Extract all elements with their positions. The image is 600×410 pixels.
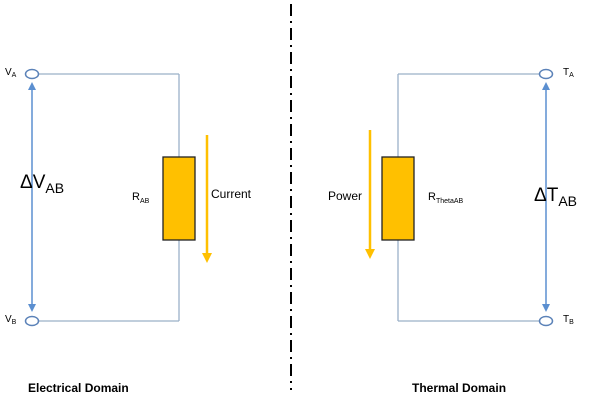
resistor-rthetaab-label: RThetaAB bbox=[428, 191, 464, 206]
node-tb-subscript: B bbox=[569, 319, 574, 326]
power-label: Power bbox=[328, 189, 363, 203]
resistor-rab-label: RAB bbox=[132, 191, 150, 206]
delta-tab-symbol: ΔT bbox=[534, 185, 559, 206]
delta-tab-subscript: AB bbox=[558, 193, 577, 209]
node-tb-symbol: T bbox=[563, 314, 570, 325]
node-vb-symbol: V bbox=[5, 314, 12, 325]
delta-vab-subscript: AB bbox=[45, 180, 65, 196]
resistor-rthetaab-symbol: R bbox=[428, 191, 436, 203]
current-label: Current bbox=[211, 187, 252, 201]
resistor-rab-subscript: AB bbox=[139, 198, 150, 205]
node-label-tb: TB bbox=[563, 314, 574, 327]
node-label-ta: TA bbox=[563, 67, 574, 80]
node-label-va: VA bbox=[5, 67, 17, 80]
resistor-rthetaab-subscript: ThetaAB bbox=[435, 198, 464, 205]
resistor-rab-icon bbox=[162, 156, 196, 241]
node-label-vb: VB bbox=[5, 314, 17, 327]
terminal-ta-icon bbox=[538, 68, 554, 80]
node-ta-subscript: A bbox=[569, 72, 574, 79]
electrical-circuit bbox=[24, 68, 212, 327]
delta-tab-label: ΔTAB bbox=[534, 186, 577, 208]
electrical-domain-title: Electrical Domain bbox=[28, 381, 129, 395]
thermal-circuit bbox=[365, 68, 554, 327]
node-vb-subscript: B bbox=[11, 319, 17, 326]
terminal-tb-icon bbox=[538, 315, 554, 327]
resistor-rab-symbol: R bbox=[132, 191, 140, 203]
delta-vab-label: ΔVAB bbox=[20, 173, 64, 195]
node-ta-symbol: T bbox=[563, 67, 570, 78]
resistor-rthetaab-icon bbox=[381, 156, 415, 241]
thermal-domain-title: Thermal Domain bbox=[412, 381, 507, 395]
terminal-vb-icon bbox=[24, 315, 40, 327]
node-va-symbol: V bbox=[5, 67, 12, 78]
delta-vab-symbol: ΔV bbox=[20, 172, 46, 193]
terminal-va-icon bbox=[24, 68, 40, 80]
node-va-subscript: A bbox=[11, 72, 17, 79]
